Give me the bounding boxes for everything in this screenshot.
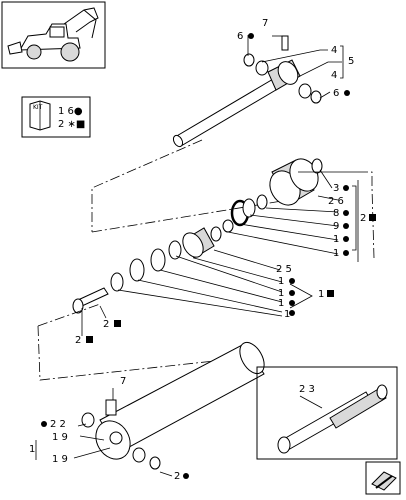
bullet-dot [289,290,295,296]
callout-9: 9 [333,221,339,232]
callout-1-b: 1 [333,248,339,259]
callout-4-b: 4 [331,70,337,81]
callout-22: 2 2 [50,419,66,430]
callout-2-bottom: 2 [174,471,180,482]
callout-1-c: 1 [278,276,284,287]
tractor-thumbnail [1,1,106,69]
bullet-dot [343,223,349,229]
callout-1-bracket: 1 [318,289,324,300]
kit-row-2: 2 ∗■ [58,119,85,130]
callout-1-a: 1 [333,234,339,245]
backhoe-loader-icon [7,7,99,62]
bullet-dot [343,185,349,191]
callout-19-a: 1 9 [52,432,68,443]
callout-26: 2 6 [328,196,344,207]
bullet-dot [289,278,295,284]
bullet-dot [41,421,47,427]
base-seals [81,412,161,470]
callout-1-stack: 1 [29,444,35,455]
bullet-dot [343,210,349,216]
bullet-dot [289,310,295,316]
callout-8: 8 [333,208,339,219]
grease-fitting-bottom [105,399,117,416]
callout-19-b: 1 9 [52,454,68,465]
callout-25: 2 5 [276,264,292,275]
kit-legend: KIT 1 6● 2 ∗■ [21,96,91,138]
cylinder-head [269,158,323,206]
kit-label: KIT [33,104,43,111]
callout-1-d: 1 [278,288,284,299]
callout-7-top: 7 [262,18,268,29]
callout-4-a: 4 [331,45,337,56]
bullet-square [114,320,121,327]
bullet-dot [248,33,254,39]
callout-6-left-top: 6 [237,31,243,42]
callout-2-bolt: 2 [103,319,109,330]
callout-7-bottom: 7 [120,376,126,387]
head-seals [230,194,268,227]
piston-rings [110,240,182,292]
leader-lines [35,35,359,477]
bullet-dot [183,473,189,479]
bullet-square [86,336,93,343]
kit-row-1: 1 6● [58,106,83,117]
callout-1-e: 1 [278,298,284,309]
bullet-dot [289,300,295,306]
bullet-dot [344,90,350,96]
callout-6-right: 6 [333,88,339,99]
grease-fitting-top [281,35,289,51]
piston-rod [172,35,301,148]
dash-connector-1 [91,139,203,232]
next-page-arrow[interactable] [365,461,401,495]
bullet-dot [343,236,349,242]
callout-2-bracket: 2 [360,213,366,224]
callout-2-left: 2 [75,335,81,346]
top-seals [243,53,322,104]
callout-1-f: 1 [284,309,290,320]
bolt [72,287,109,314]
inset-complete-cylinder [256,366,398,460]
callout-3: 3 [333,183,339,194]
bullet-dot [343,250,349,256]
callout-23: 2 3 [299,384,315,395]
bullet-square [327,290,334,297]
callout-5: 5 [348,56,354,67]
bullet-square [369,214,376,221]
piston [182,219,234,259]
cylinder-barrel [95,341,265,460]
